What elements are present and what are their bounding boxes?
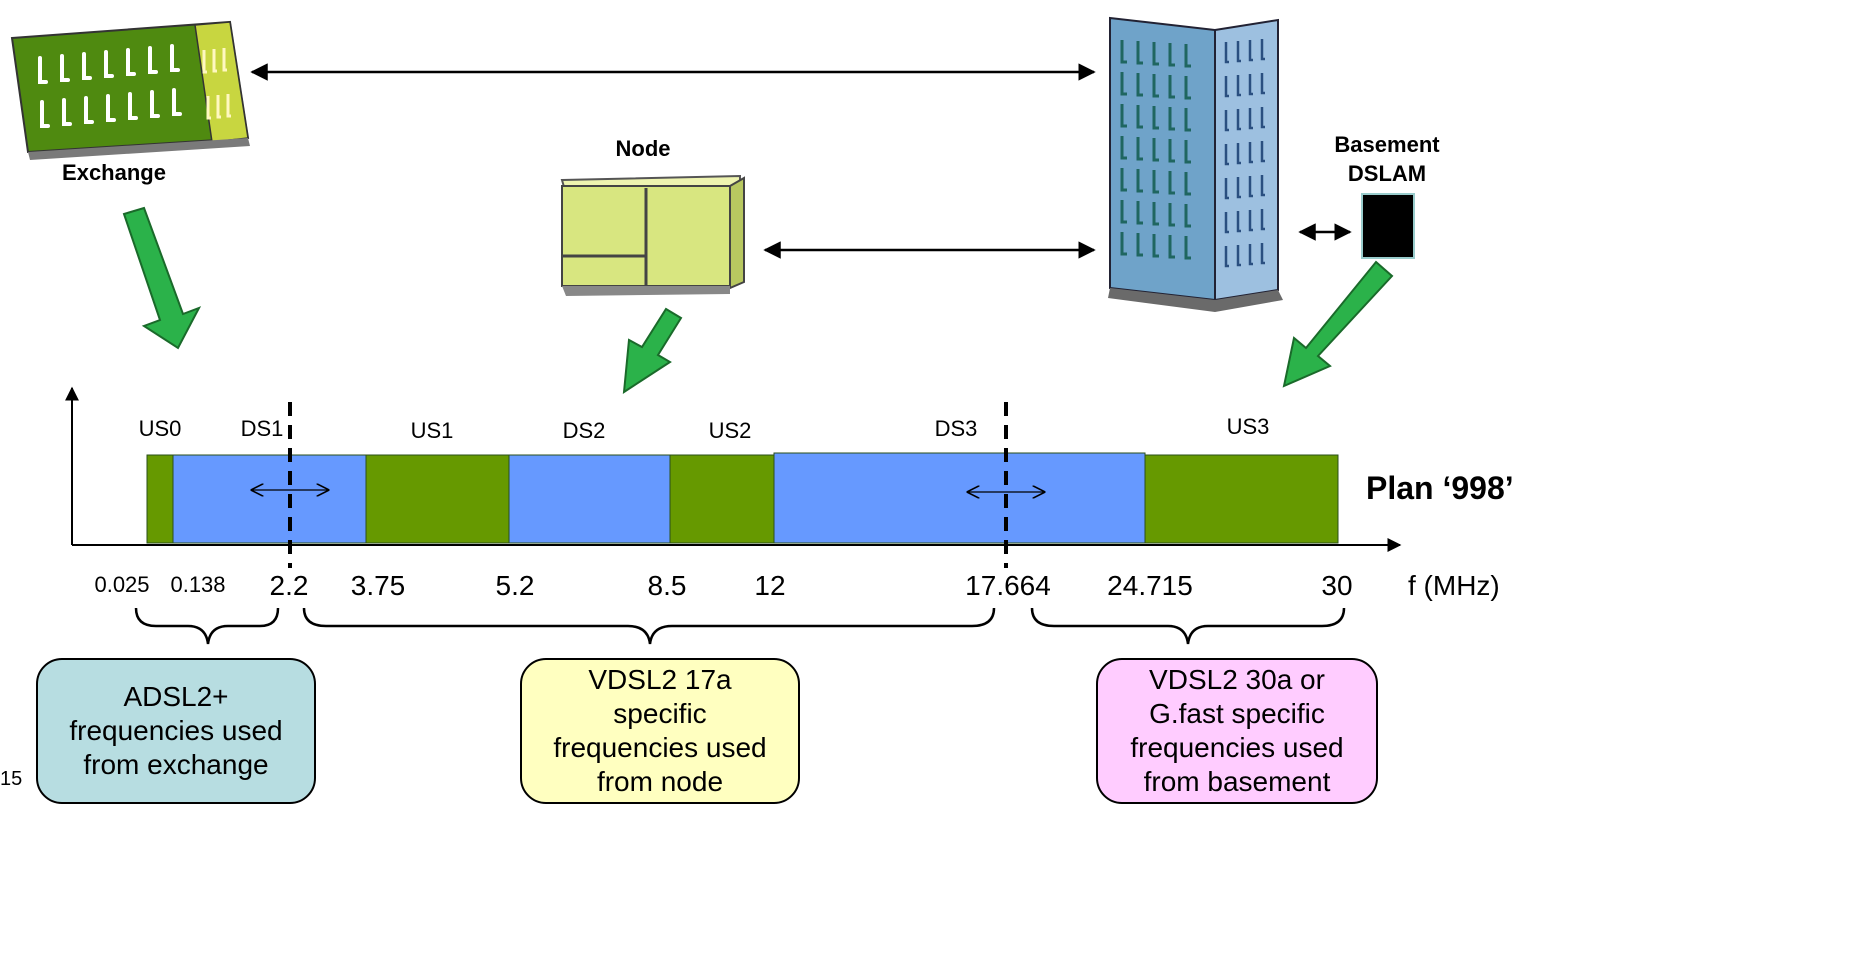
band-us0 [146,454,174,544]
band-us3 [1144,454,1339,544]
vdsl30-callout: VDSL2 30a or G.fast specific frequencies… [1096,658,1378,804]
adsl-callout-line3: from exchange [83,749,269,780]
vdsl17-callout: VDSL2 17a specific frequencies used from… [520,658,800,804]
vdsl30-callout-line4: from basement [1143,766,1331,797]
tick-label-8.5: 8.5 [647,570,687,601]
vdsl30-callout-line1: VDSL2 30a or [1149,664,1325,695]
vdsl17-callout-line3: frequencies used [553,732,767,763]
vdsl17-brace [302,607,996,645]
basement-dslam-label: Basement DSLAM [1334,130,1439,188]
tick-label-30: 30 [1321,570,1353,601]
band-label-us2: US2 [708,418,752,443]
exchange-green-arrow [122,206,202,350]
band-label-ds1: DS1 [240,416,284,441]
band-us2 [669,454,775,544]
adsl-callout-line1: ADSL2+ [123,681,229,712]
vdsl30-callout-line2: G.fast specific [1149,698,1325,729]
vdsl17-callout-line1: VDSL2 17a [588,664,732,695]
node-green-arrow [622,307,683,394]
band-label-us0: US0 [138,416,182,441]
basement-label-line1: Basement [1334,132,1440,157]
band-label-us3: US3 [1226,414,1270,439]
band-ds3 [773,452,1146,544]
band-ds1 [172,454,367,544]
band-ds2 [508,454,671,544]
exchange-building-icon [10,20,250,160]
adsl-callout: ADSL2+ frequencies used from exchange [36,658,316,804]
plan-title: Plan ‘998’ [1366,470,1514,506]
tick-label-0.138: 0.138 [170,572,226,597]
tick-label-5.2: 5.2 [495,570,535,601]
tick-label-3.75: 3.75 [350,570,406,601]
adsl-brace [134,607,280,645]
node-label: Node [615,136,671,161]
vdsl30-brace [1030,607,1346,645]
apartment-building-icon [1108,16,1283,312]
adsl-callout-line2: frequencies used [69,715,283,746]
tick-label-24.715: 24.715 [1107,570,1193,601]
node-cabinet-icon [560,174,745,296]
tick-label-17.664: 17.664 [965,570,1051,601]
basement-green-arrow [1282,260,1394,388]
tick-label-12: 12 [754,570,786,601]
tick-label-2.2: 2.2 [269,570,309,601]
tick-label-0.025: 0.025 [94,572,150,597]
vdsl30-callout-line3: frequencies used [1130,732,1344,763]
basement-label-line2: DSLAM [1347,161,1427,186]
dslam-box-icon [1361,193,1415,259]
band-label-ds3: DS3 [934,416,978,441]
vdsl17-callout-line4: from node [596,766,724,797]
band-label-us1: US1 [410,418,454,443]
page-number: 15 [0,768,23,790]
band-us1 [365,454,510,544]
x-axis-label: f (MHz) [1408,570,1500,601]
band-label-ds2: DS2 [562,418,606,443]
exchange-label: Exchange [62,160,166,185]
vdsl17-callout-line2: specific [613,698,707,729]
